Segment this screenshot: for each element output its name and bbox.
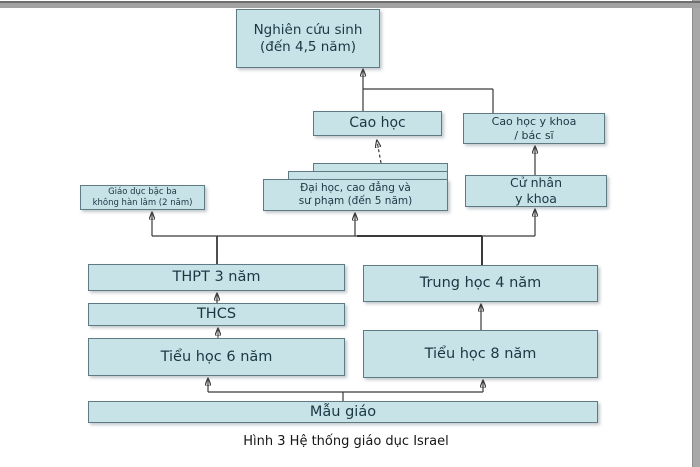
node-dai-hoc: Đại học, cao đẳng và sư phạm (đến 5 năm) (263, 179, 448, 211)
figure-caption: Hình 3 Hệ thống giáo dục Israel (243, 434, 449, 449)
arrow-dashed-daihoc-to-caohoc (377, 141, 382, 164)
node-cao-hoc: Cao học (313, 111, 442, 136)
node-tieu-hoc-6-nam: Tiểu học 6 năm (88, 338, 345, 376)
node-giao-duc-bac-ba: Giáo dục bậc ba không hàn lâm (2 năm) (80, 185, 205, 210)
node-cao-hoc-y-khoa: Cao học y khoa / bác sĩ (463, 113, 605, 144)
node-thcs: THCS (88, 303, 345, 326)
right-scrollbar[interactable] (692, 0, 700, 467)
node-cu-nhan-y-khoa: Cử nhân y khoa (465, 175, 607, 207)
node-thpt: THPT 3 năm (88, 264, 345, 291)
node-nghien-cuu-sinh: Nghiên cứu sinh (đến 4,5 năm) (236, 9, 380, 68)
node-mau-giao: Mẫu giáo (88, 401, 598, 423)
node-tieu-hoc-8-nam: Tiểu học 8 năm (363, 330, 598, 378)
node-trung-hoc-4-nam: Trung học 4 năm (363, 265, 598, 302)
top-divider-bar (0, 1, 700, 8)
